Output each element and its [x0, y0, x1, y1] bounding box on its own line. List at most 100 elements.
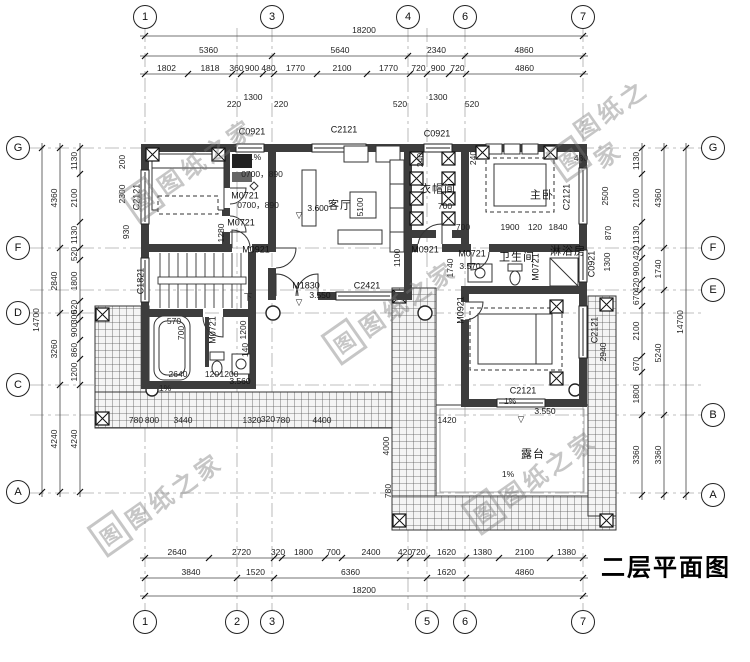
annotation-label: 700	[437, 200, 453, 211]
annotation-label: 430	[573, 152, 589, 163]
dim-label: 720	[411, 62, 426, 73]
annotation-label: 2940	[597, 342, 608, 362]
dim-label: 900	[430, 62, 446, 73]
dim-label: 2100	[68, 188, 79, 208]
drawing-title: 二层平面图	[601, 554, 731, 582]
dim-label: 480	[261, 62, 276, 73]
dim-label: 14700	[674, 309, 685, 334]
dim-label: 1200	[68, 362, 79, 382]
axis-bubble-c: C	[6, 373, 30, 397]
dim-label: 1770	[379, 62, 398, 73]
opening-code: M0721	[231, 190, 259, 201]
annotation-label: 140	[239, 342, 250, 358]
dim-label: 700	[326, 546, 341, 557]
annotation-label: 4400	[312, 414, 332, 425]
opening-code: M0721	[458, 248, 486, 259]
elevation-label: ▽	[295, 296, 303, 307]
annotation-label: 1%	[501, 468, 515, 479]
opening-code: C2121	[509, 385, 537, 396]
opening-code: C2121	[561, 183, 572, 211]
dim-label: 6360	[341, 566, 360, 577]
annotation-label: 下	[243, 291, 253, 302]
dim-label: 720	[411, 546, 426, 557]
annotation-label: 2300	[116, 184, 127, 204]
axis-bubble-3: 3	[260, 5, 284, 29]
dim-label: 2340	[427, 44, 446, 55]
dim-label: 1130	[630, 225, 641, 245]
axis-bubble-4: 4	[396, 5, 420, 29]
annotation-label: 700	[175, 325, 186, 341]
dim-label: 1130	[68, 151, 79, 171]
annotation-label: 520	[464, 98, 480, 109]
dim-label: 520	[68, 246, 79, 262]
annotation-label: 200	[116, 154, 127, 170]
axis-bubble-6: 6	[453, 5, 477, 29]
axis-bubble-7: 7	[571, 610, 595, 634]
dim-label: 3360	[652, 445, 663, 465]
room-label: 露台	[521, 448, 545, 461]
dim-label: 900	[68, 322, 79, 338]
opening-code: C0921	[586, 250, 597, 278]
annotation-label: 930	[120, 224, 131, 240]
axis-bubble-6: 6	[453, 610, 477, 634]
annotation-label: 1%	[158, 382, 172, 393]
dim-label: 1620	[437, 566, 456, 577]
opening-code: M0721	[207, 316, 218, 344]
dim-label: 900	[244, 62, 260, 73]
opening-code: C2121	[330, 124, 358, 135]
dim-label: 4360	[48, 188, 59, 208]
dim-label: 1130	[630, 151, 641, 171]
dim-label: 2640	[167, 546, 187, 557]
room-label: 卫生间	[499, 251, 535, 264]
dim-label: 1770	[286, 62, 305, 73]
dim-label: 18200	[352, 24, 376, 35]
annotation-label: 5100	[354, 197, 365, 217]
opening-code: C2421	[353, 280, 381, 291]
dim-label: 900	[630, 261, 641, 277]
annotation-label: 1840	[548, 221, 568, 232]
dim-label: 420	[630, 245, 641, 261]
dim-label: 2400	[361, 546, 381, 557]
axis-bubble-f: F	[6, 236, 30, 260]
annotation-label: 1%	[503, 395, 517, 406]
opening-code: M1830	[292, 280, 320, 291]
dim-label: 3840	[181, 566, 201, 577]
annotation-label: 1320	[242, 414, 262, 425]
annotation-label: 1300	[601, 252, 612, 272]
dim-label: 4240	[68, 429, 79, 448]
annotation-label: 3440	[173, 414, 193, 425]
dim-label: 4860	[515, 62, 534, 73]
dim-label: 2100	[515, 546, 534, 557]
opening-code: C0921	[238, 126, 266, 137]
dim-label: 14700	[30, 308, 41, 332]
opening-code: M0921	[242, 244, 270, 255]
annotation-label: 4000	[380, 436, 391, 456]
dim-label: 1380	[473, 546, 492, 557]
annotation-label: 1300	[243, 91, 263, 102]
dim-label: 670	[630, 356, 641, 372]
dim-label: 2100	[630, 188, 641, 208]
axis-bubble-a: A	[701, 483, 725, 507]
annotation-label: 2640	[168, 368, 188, 379]
dim-label: 320	[270, 546, 286, 557]
dim-label: 1802	[157, 62, 176, 73]
annotation-label: 2500	[599, 186, 610, 206]
room-label: 衣帽间	[420, 183, 456, 196]
dim-label: 1520	[246, 566, 265, 577]
axis-bubble-g: G	[6, 136, 30, 160]
dim-label: 2100	[332, 62, 352, 73]
elevation-label: ▽	[295, 209, 303, 220]
opening-code: M0921	[411, 244, 439, 255]
elevation-label: ▽	[517, 413, 525, 424]
dim-label: 1620	[437, 546, 456, 557]
dim-label: 4860	[515, 566, 534, 577]
annotation-label: 1%	[248, 151, 262, 162]
annotation-label: 240	[414, 152, 425, 168]
dim-label: 720	[450, 62, 465, 73]
dim-label: 2100	[630, 321, 641, 341]
opening-code: C2121	[589, 316, 600, 344]
dim-label: 4240	[48, 429, 59, 448]
dim-label: 2720	[232, 546, 251, 557]
